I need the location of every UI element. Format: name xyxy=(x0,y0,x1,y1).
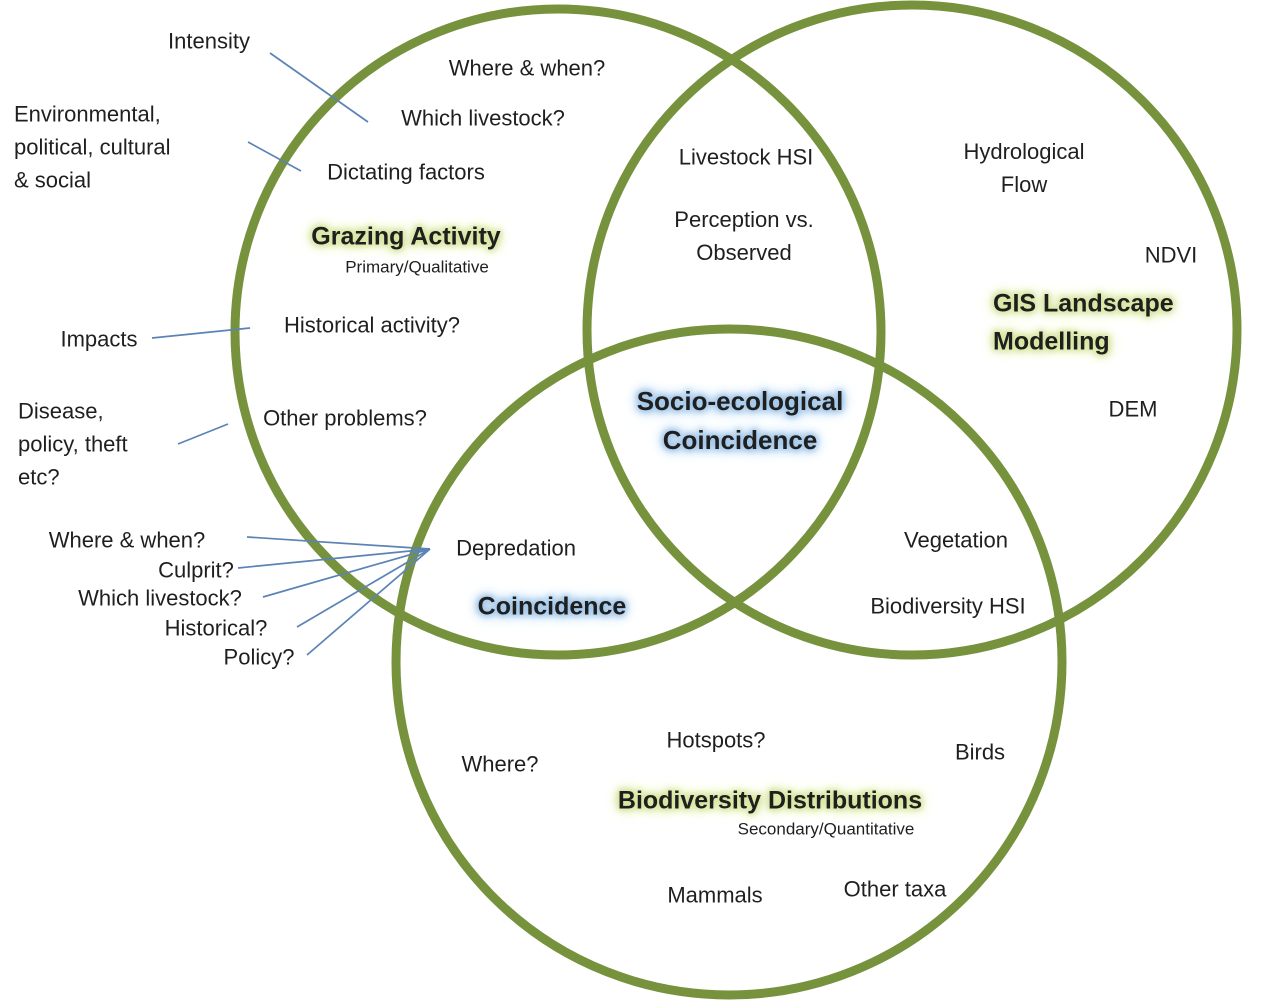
connector-intensity xyxy=(269,52,369,123)
label-biodiversity-hsi: Biodiversity HSI xyxy=(870,593,1026,619)
biodiversity-subtitle: Secondary/Quantitative xyxy=(737,819,915,839)
biodiversity-title: Biodiversity Distributions xyxy=(617,786,923,815)
label-dictating-factors: Dictating factors xyxy=(327,159,485,185)
connector-impacts xyxy=(151,327,251,339)
grazing-activity-title: Grazing Activity xyxy=(311,222,501,251)
grazing-activity-circle xyxy=(230,4,886,660)
label-dem: DEM xyxy=(1108,396,1158,422)
label-where-when: Where & when? xyxy=(448,55,606,81)
label-intensity: Intensity xyxy=(168,28,250,54)
label-historical-activity: Historical activity? xyxy=(283,312,461,338)
label-other-problems: Other problems? xyxy=(263,405,427,431)
connector-which-livestock xyxy=(262,548,431,598)
label-mammals: Mammals xyxy=(667,882,763,908)
label-where-when-question: Where & when? xyxy=(48,527,206,553)
label-which-livestock-question: Which livestock? xyxy=(78,585,242,611)
gis-landscape-circle xyxy=(582,0,1242,660)
label-culprit-question: Culprit? xyxy=(158,557,234,583)
gis-landscape-title: GIS Landscape Modelling xyxy=(993,289,1174,356)
label-depredation: Depredation xyxy=(456,535,576,561)
connector-disease xyxy=(177,423,229,445)
socio-ecological-title: Socio-ecological Coincidence xyxy=(636,386,844,455)
coincidence-title: Coincidence xyxy=(477,592,627,621)
connector-historical xyxy=(296,548,431,628)
label-which-livestock: Which livestock? xyxy=(401,105,565,131)
connector-culprit xyxy=(237,548,431,569)
label-policy-question: Policy? xyxy=(223,644,295,670)
label-ndvi: NDVI xyxy=(1144,242,1198,268)
label-disease: Disease, policy, theft etc? xyxy=(18,398,128,490)
connector-policy xyxy=(306,548,431,656)
connector-environmental xyxy=(247,141,302,172)
grazing-activity-subtitle: Primary/Qualitative xyxy=(345,257,489,277)
label-birds: Birds xyxy=(954,739,1006,765)
label-hydrological-flow: Hydrological Flow xyxy=(963,139,1085,197)
label-impacts: Impacts xyxy=(60,326,138,352)
label-where: Where? xyxy=(461,751,539,777)
label-other-taxa: Other taxa xyxy=(843,876,947,902)
label-environmental: Environmental, political, cultural & soc… xyxy=(14,101,171,193)
label-livestock-hsi: Livestock HSI xyxy=(678,144,814,170)
biodiversity-circle xyxy=(391,324,1067,1000)
label-hotspots: Hotspots? xyxy=(666,727,766,753)
label-historical-question: Historical? xyxy=(164,615,268,641)
connector-where-when xyxy=(246,536,431,550)
label-perception-observed: Perception vs. Observed xyxy=(674,207,814,265)
label-vegetation: Vegetation xyxy=(904,527,1008,553)
